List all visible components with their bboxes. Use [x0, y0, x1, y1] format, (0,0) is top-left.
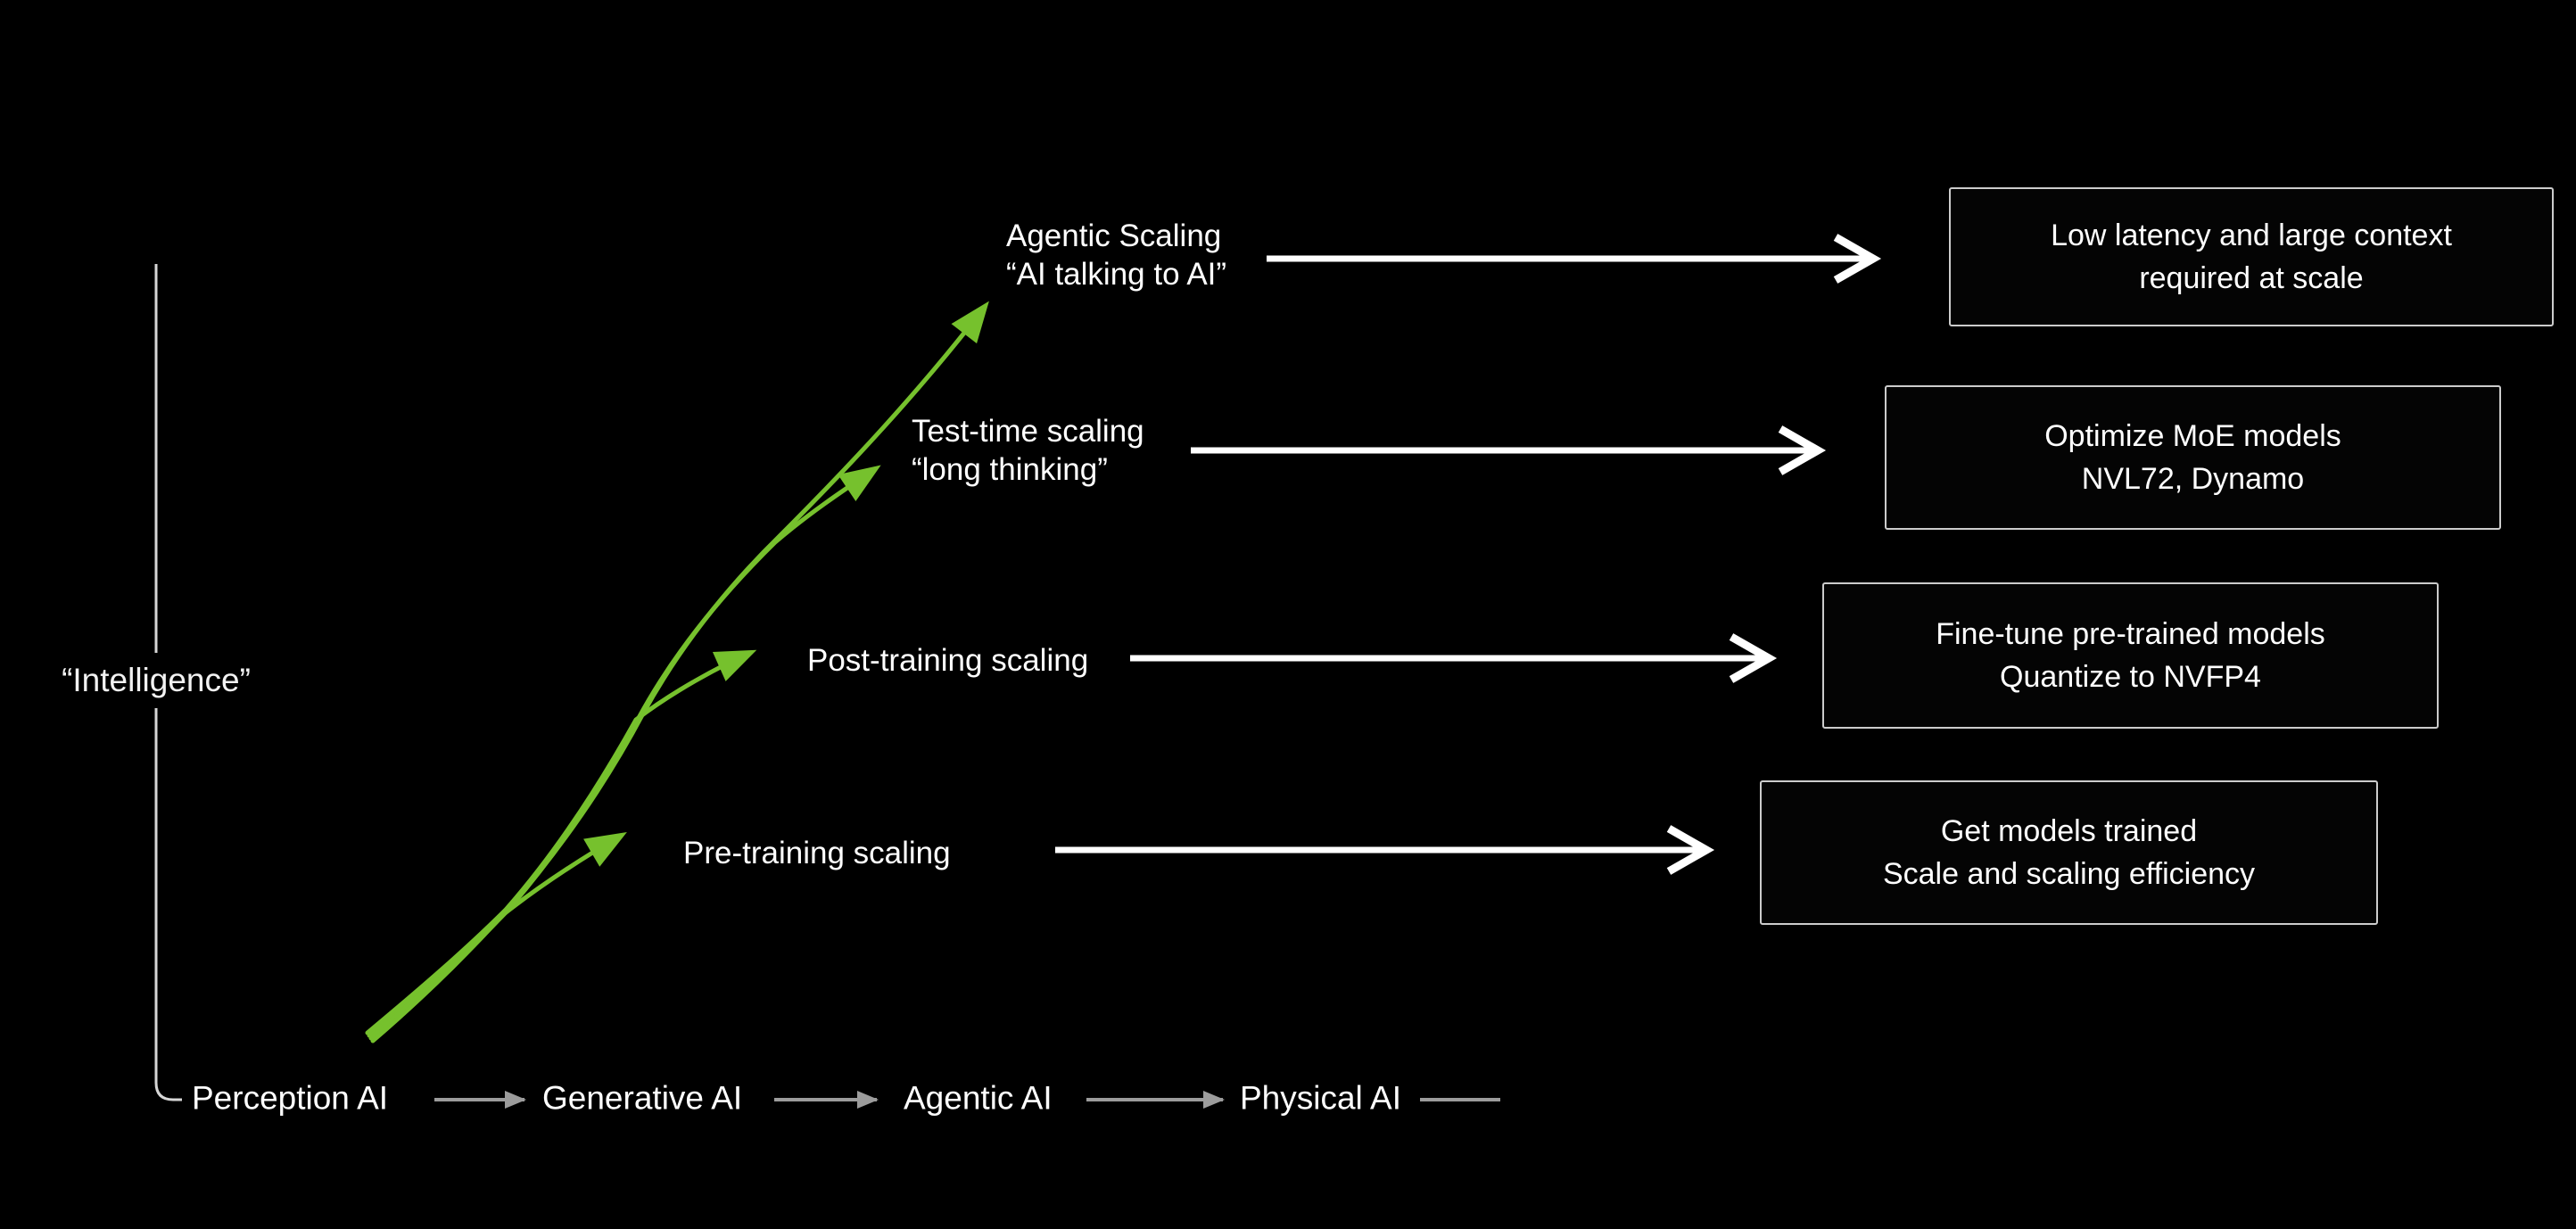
- era-label-perception-ai: Perception AI: [192, 1079, 389, 1117]
- label-line: “AI talking to AI”: [1006, 257, 1227, 292]
- label-line: Post-training scaling: [807, 643, 1089, 678]
- callout-box-agentic: Low latency and large context required a…: [1949, 187, 2554, 326]
- label-line: Agentic Scaling: [1006, 219, 1222, 253]
- label-test-time-scaling: Test-time scaling “long thinking”: [912, 412, 1144, 489]
- intelligence-axis-line: [154, 264, 182, 1101]
- intelligence-axis-label: “Intelligence”: [60, 653, 252, 708]
- label-agentic-scaling: Agentic Scaling “AI talking to AI”: [1006, 217, 1226, 293]
- callout-line: Fine-tune pre-trained models: [1936, 617, 2325, 651]
- callout-line: Low latency and large context: [2051, 219, 2452, 252]
- callout-box-pre-training: Get models trained Scale and scaling eff…: [1760, 780, 2378, 925]
- era-label-agentic-ai: Agentic AI: [904, 1079, 1053, 1117]
- label-line: Pre-training scaling: [683, 836, 951, 870]
- callout-line: Optimize MoE models: [2044, 419, 2341, 453]
- callout-line: Scale and scaling efficiency: [1882, 857, 2256, 891]
- flow-arrows: [1055, 234, 1882, 875]
- label-line: “long thinking”: [912, 452, 1108, 487]
- callout-line: required at scale: [2139, 261, 2364, 295]
- callout-box-test-time: Optimize MoE models NVL72, Dynamo: [1885, 385, 2501, 530]
- callout-box-post-training: Fine-tune pre-trained models Quantize to…: [1822, 582, 2439, 729]
- callout-line: Get models trained: [1940, 814, 2198, 848]
- label-line: Test-time scaling: [912, 414, 1144, 449]
- era-label-generative-ai: Generative AI: [542, 1079, 743, 1117]
- callout-line: Quantize to NVFP4: [2000, 660, 2261, 694]
- growth-curves: [365, 301, 989, 1043]
- label-post-training-scaling: Post-training scaling: [807, 641, 1088, 680]
- era-label-physical-ai: Physical AI: [1240, 1079, 1401, 1117]
- callout-line: NVL72, Dynamo: [2081, 462, 2305, 496]
- label-pre-training-scaling: Pre-training scaling: [683, 834, 951, 872]
- curve-agentic: [370, 301, 989, 1043]
